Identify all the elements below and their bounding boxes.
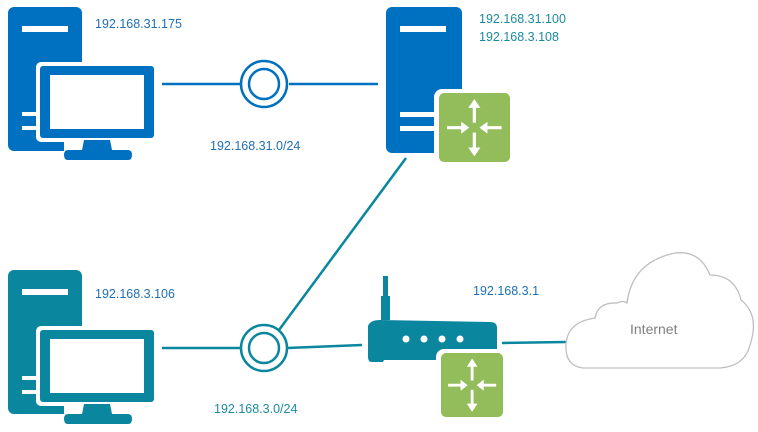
hub-icon [239,59,289,109]
server-router-icon[interactable] [386,7,514,165]
router-ip-label: 192.168.3.1 [473,284,540,298]
link-server-hub-b [277,157,408,331]
routing-badge [439,93,510,162]
cloud-icon[interactable] [565,252,755,369]
pc2-ip-label: 192.168.3.106 [95,287,175,301]
link-router-internet [501,340,567,345]
routing-badge [441,353,503,417]
wireless-router-icon[interactable] [368,276,507,421]
hub-icon [239,323,289,373]
desktop-computer-icon[interactable] [8,7,158,160]
pc1-ip-label: 192.168.31.175 [95,17,182,31]
link-pc2-hub-b [162,343,363,350]
server-ip-label-1: 192.168.31.100 [479,12,566,26]
net-b-subnet-label: 192.168.3.0/24 [214,402,298,416]
net-a-subnet-label: 192.168.31.0/24 [210,139,301,153]
desktop-computer-icon[interactable] [8,270,158,424]
internet-label: Internet [630,321,678,337]
server-ip-label-2: 192.168.3.108 [479,30,559,44]
